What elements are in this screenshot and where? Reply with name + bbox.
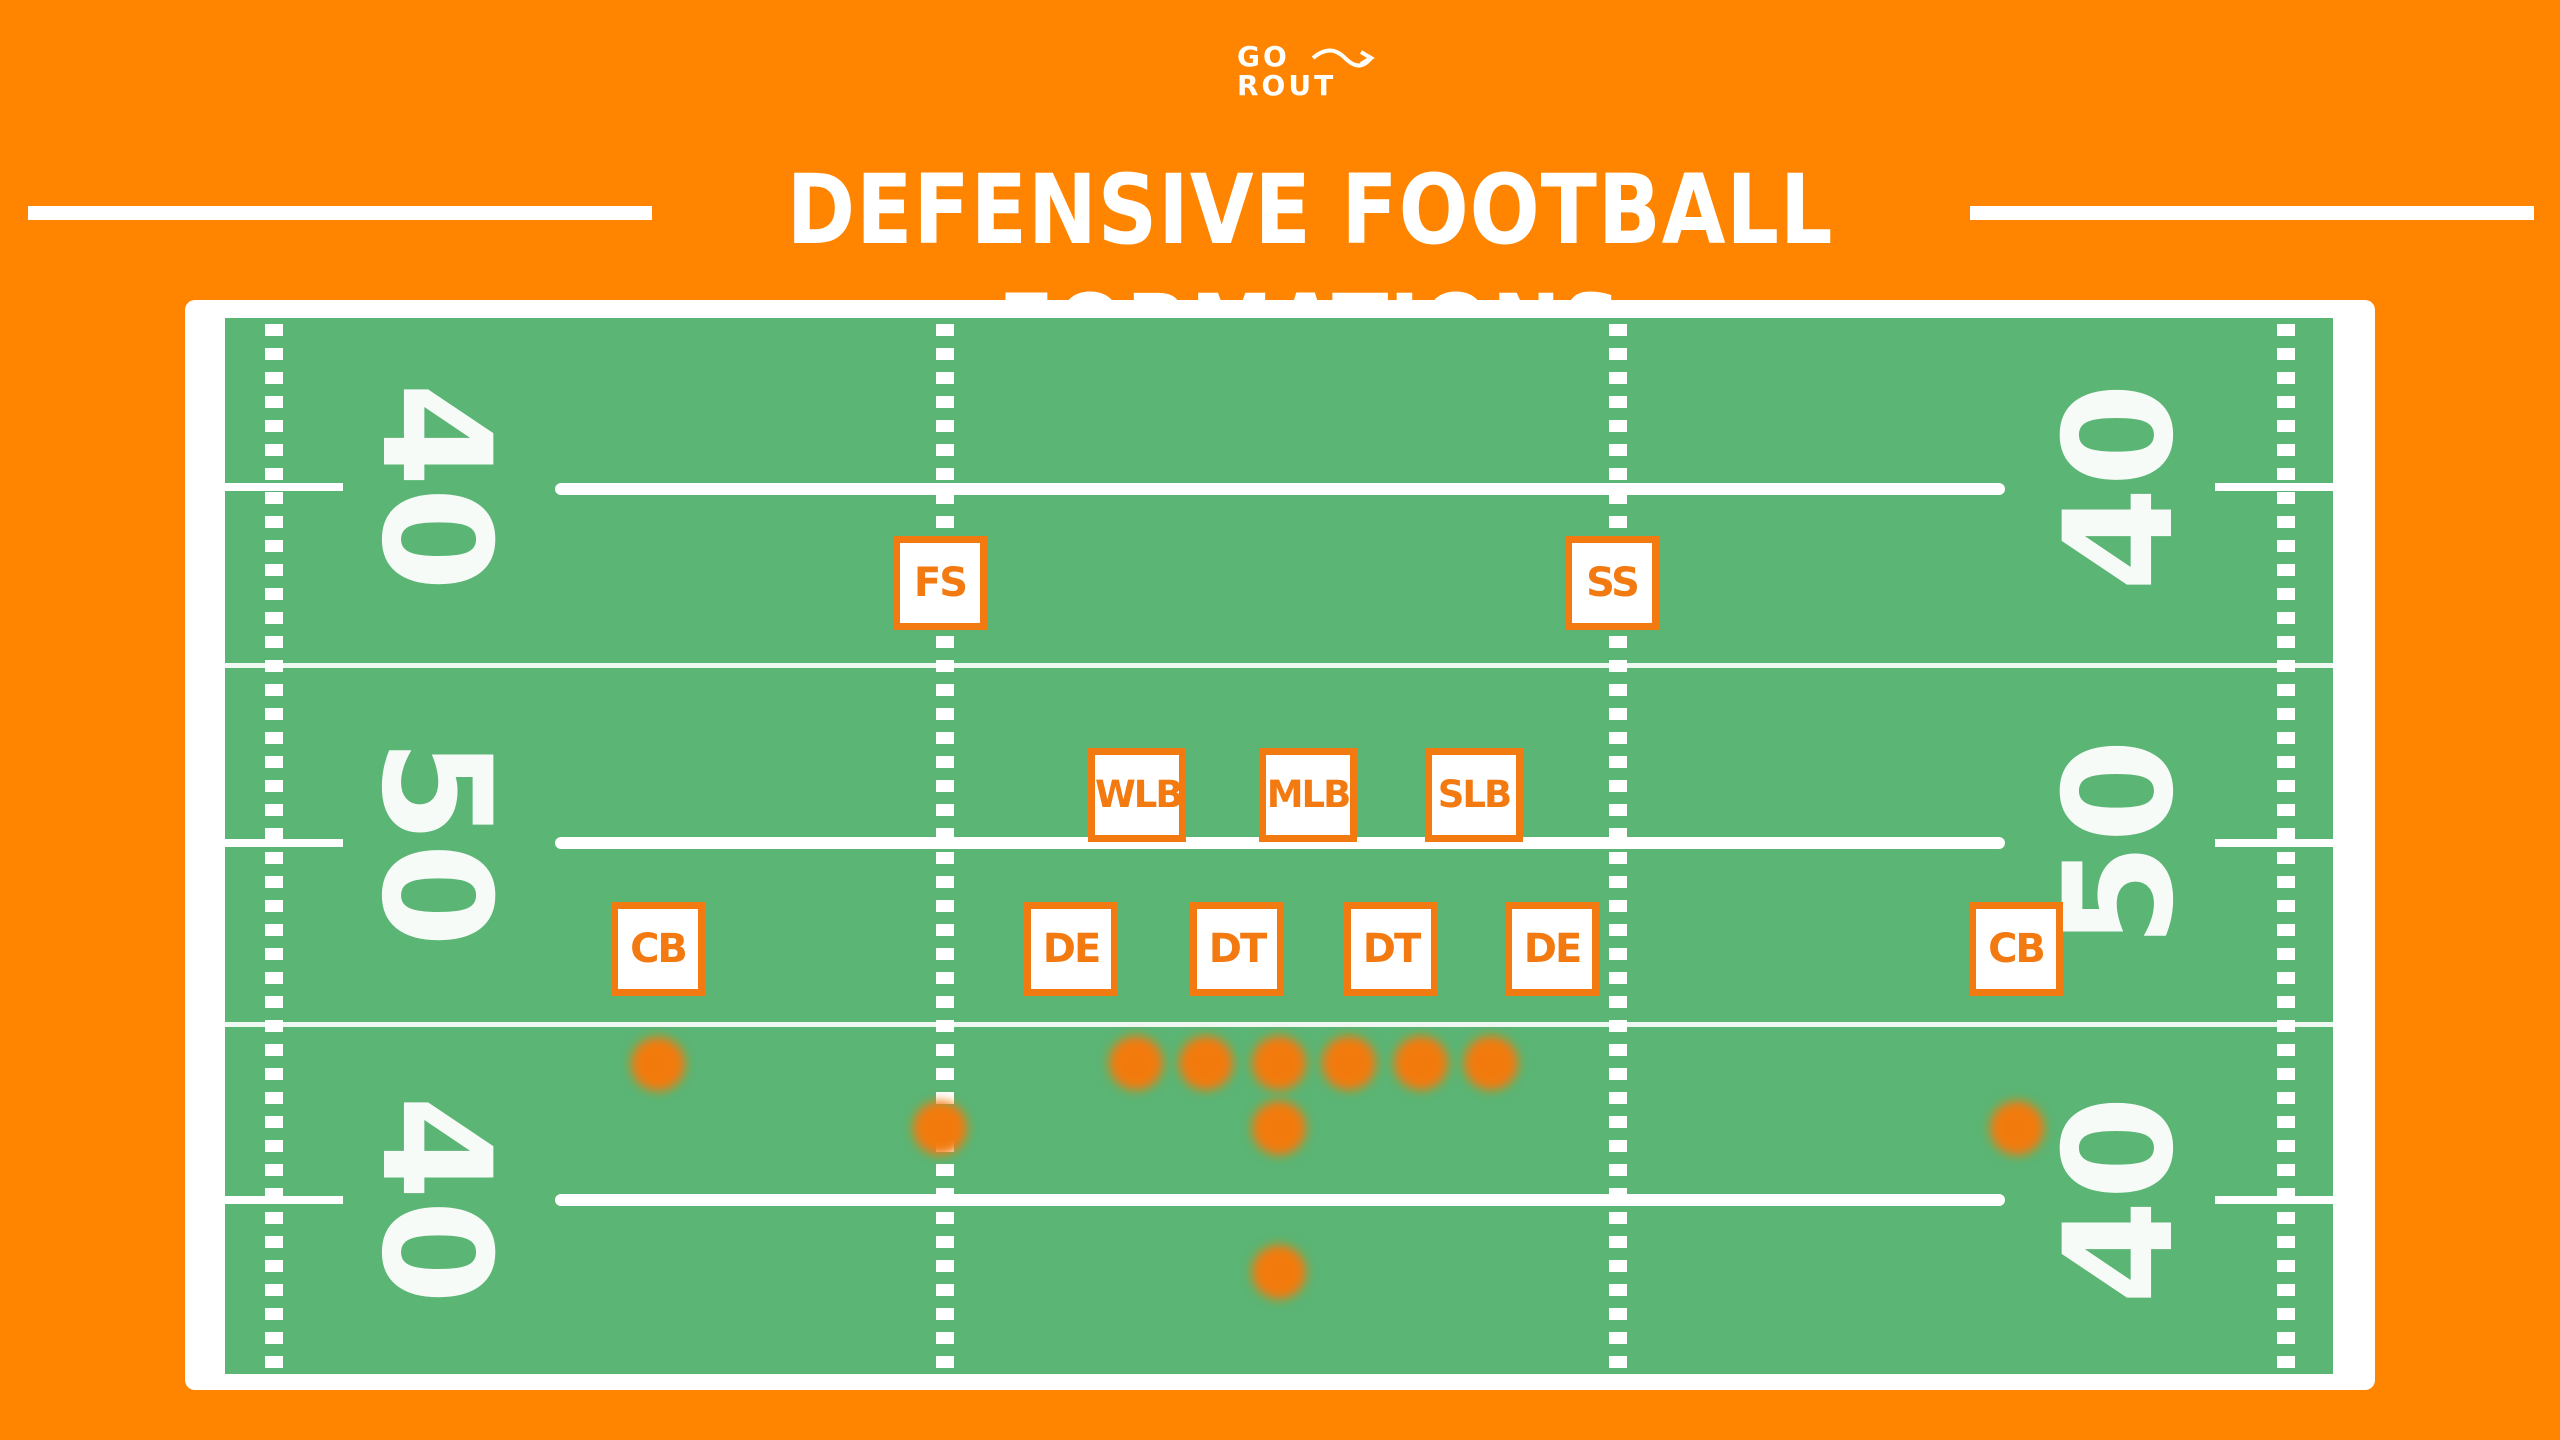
position-label-cb-right: CB xyxy=(1969,902,2063,996)
hash-marks-2 xyxy=(936,318,954,1374)
yard-number-left-bottom: 40 xyxy=(348,1096,522,1305)
position-label-dt-right: DT xyxy=(1344,902,1438,996)
player-dot-wr-left xyxy=(631,1037,685,1091)
hash-marks-1 xyxy=(265,318,283,1374)
position-label-de-left: DE xyxy=(1024,902,1118,996)
page-title: DEFENSIVE FOOTBALL FORMATIONS xyxy=(786,154,1834,386)
player-dot-rb xyxy=(1252,1245,1306,1299)
position-label-dt-left: DT xyxy=(1190,902,1284,996)
football-field: 40 50 40 40 50 40 xyxy=(185,300,2375,1390)
player-dot-line-2 xyxy=(1179,1036,1233,1090)
position-label-ss: SS xyxy=(1565,536,1659,630)
field-diagram: 40 50 40 40 50 40 xyxy=(215,318,2343,1374)
title-row: DEFENSIVE FOOTBALL FORMATIONS xyxy=(0,140,2560,386)
hash-marks-3 xyxy=(1609,318,1627,1374)
title-rule-right xyxy=(1970,206,2534,220)
logo-text-line1: GO xyxy=(1237,40,1290,73)
yard-number-left-middle: 50 xyxy=(348,739,522,948)
player-dot-qb xyxy=(1252,1101,1306,1155)
position-label-wlb: WLB xyxy=(1088,748,1186,842)
yard-number-right-bottom: 40 xyxy=(2033,1096,2207,1305)
gorout-logo: GO ROUT xyxy=(1237,42,1377,100)
position-label-fs: FS xyxy=(893,536,987,630)
yard-number-left-top: 40 xyxy=(348,383,522,592)
logo-text-line2: ROUT xyxy=(1237,69,1337,102)
yard-line-thin-2 xyxy=(223,1022,2335,1027)
player-dot-wr-right xyxy=(1990,1101,2044,1155)
hash-marks-4 xyxy=(2277,318,2295,1374)
yard-line-thin-1 xyxy=(223,663,2335,668)
position-label-de-right: DE xyxy=(1505,902,1599,996)
position-label-mlb: MLB xyxy=(1259,748,1357,842)
title-rule-left xyxy=(28,206,652,220)
logo-arrow-icon xyxy=(1311,48,1375,68)
player-dot-line-5 xyxy=(1394,1036,1448,1090)
player-dot-line-6 xyxy=(1464,1036,1518,1090)
yard-number-right-top: 40 xyxy=(2033,383,2207,592)
player-dot-line-1 xyxy=(1109,1036,1163,1090)
player-dot-line-4 xyxy=(1322,1036,1376,1090)
player-dot-slot-left xyxy=(913,1101,967,1155)
position-label-slb: SLB xyxy=(1425,748,1523,842)
sideline-right xyxy=(2333,318,2343,1374)
position-label-cb-left: CB xyxy=(611,902,705,996)
player-dot-line-3 xyxy=(1252,1036,1306,1090)
sideline-left xyxy=(215,318,225,1374)
